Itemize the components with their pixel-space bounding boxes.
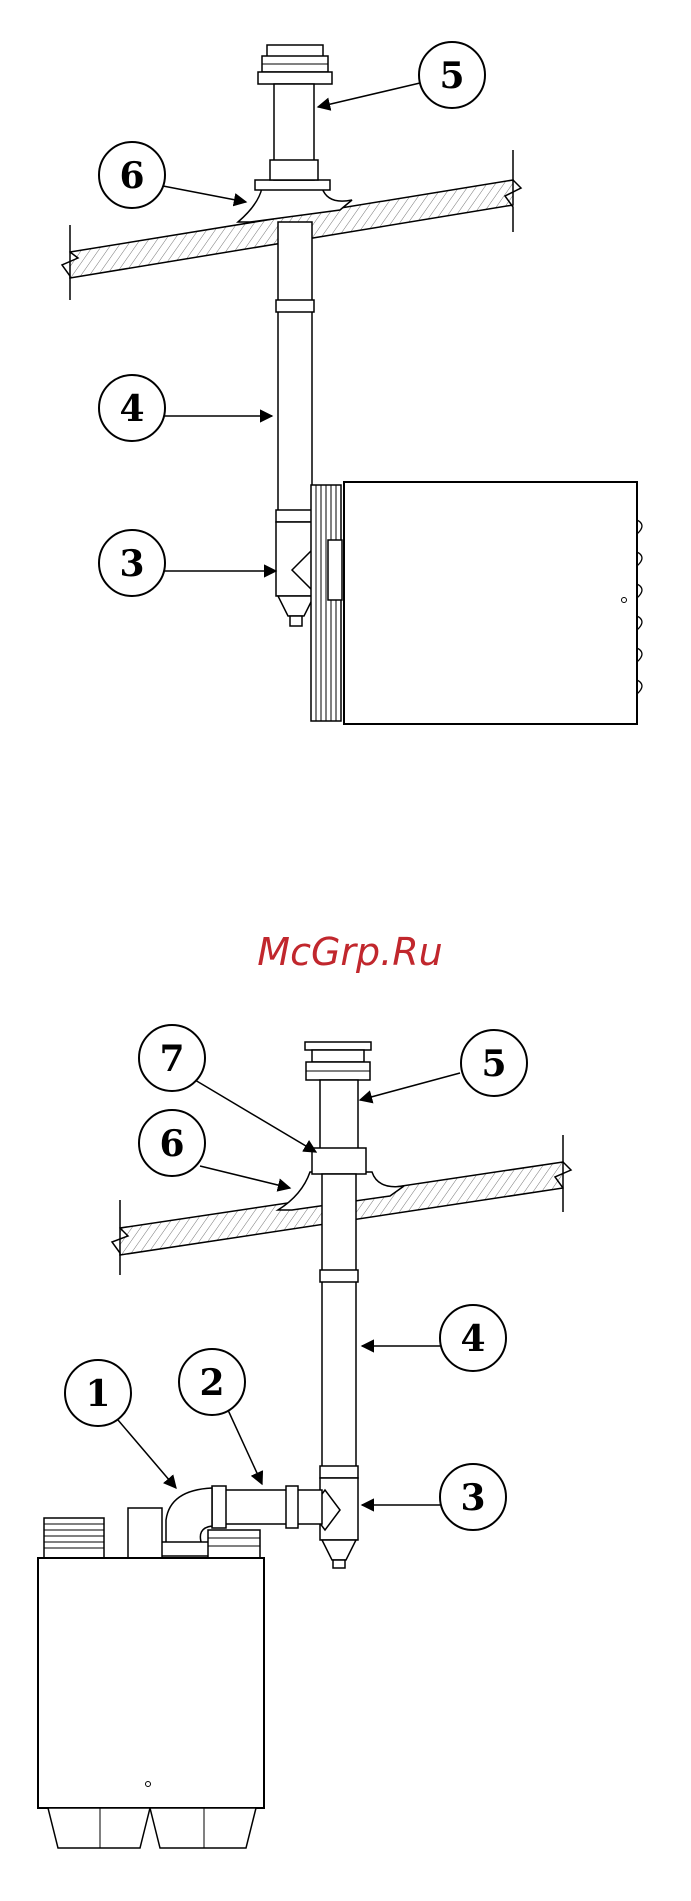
callout-2-bottom: 2 [179,1349,262,1484]
svg-text:4: 4 [119,388,144,430]
callout-6-top: 6 [99,142,246,208]
callout-5-top: 5 [318,42,485,108]
bottom-vertical-pipe [320,1174,358,1478]
bottom-horizontal-pipe [212,1486,322,1528]
top-boiler [311,482,642,724]
svg-text:3: 3 [119,543,144,585]
callout-3-top: 3 [99,530,276,596]
svg-text:6: 6 [159,1123,184,1165]
callout-3-bottom: 3 [362,1464,506,1530]
callout-6-bottom: 6 [139,1110,290,1188]
bottom-boiler [38,1508,264,1848]
svg-text:5: 5 [439,55,464,97]
bottom-collar [312,1148,366,1174]
svg-text:3: 3 [460,1477,485,1519]
svg-text:5: 5 [481,1043,506,1085]
top-diagram: 5 6 4 3 [62,42,642,724]
callout-5-bottom: 5 [360,1030,527,1100]
bottom-diagram: 7 5 6 4 1 2 3 [38,1025,571,1848]
top-collar [270,160,318,180]
callout-4-bottom: 4 [362,1305,506,1371]
callout-1-bottom: 1 [65,1360,176,1488]
watermark-text: McGrp.Ru [257,930,442,974]
bottom-terminal-cap [305,1042,371,1080]
svg-text:1: 1 [85,1373,110,1415]
top-terminal-cap [258,45,332,84]
svg-text:7: 7 [159,1038,184,1080]
svg-text:6: 6 [119,155,144,197]
top-vertical-pipe [276,222,314,522]
svg-text:2: 2 [199,1362,224,1404]
svg-text:4: 4 [460,1318,485,1360]
callout-4-top: 4 [99,375,272,441]
